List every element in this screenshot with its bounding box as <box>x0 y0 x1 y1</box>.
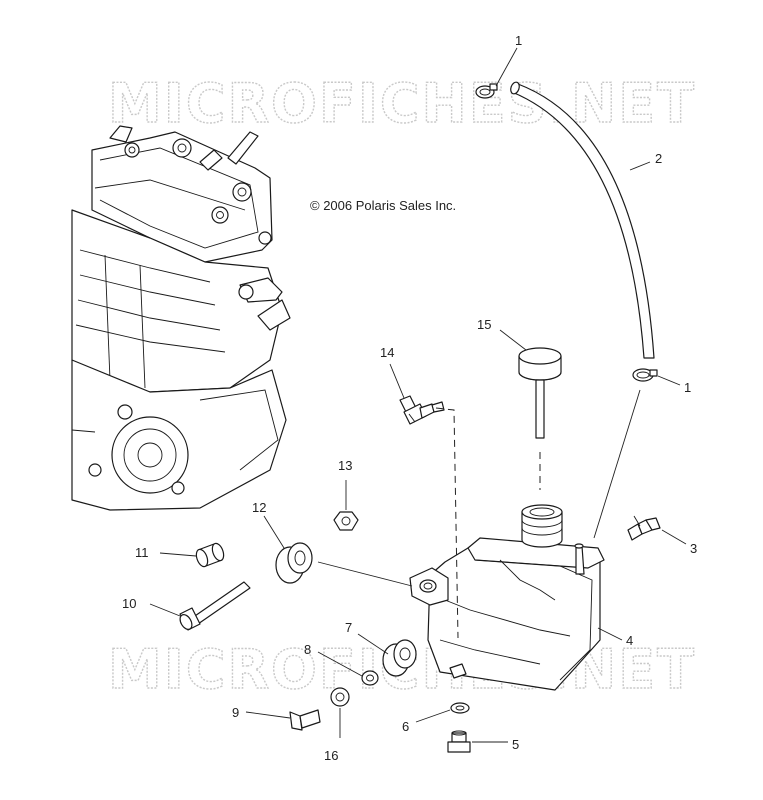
hose-clamp-lower <box>632 368 658 382</box>
callout-1-top: 1 <box>515 33 522 48</box>
callout-15: 15 <box>477 317 491 332</box>
mounting-grommet-lower <box>382 639 417 677</box>
temperature-sensor <box>399 395 445 425</box>
leader-lines <box>149 47 687 743</box>
callout-5: 5 <box>512 737 519 752</box>
rubber-grommet <box>275 542 313 584</box>
spacer-sleeve <box>195 542 225 568</box>
copyright-text: © 2006 Polaris Sales Inc. <box>310 198 456 213</box>
fill-cap-dipstick <box>518 347 562 439</box>
callout-10: 10 <box>122 596 136 611</box>
callout-8: 8 <box>304 642 311 657</box>
callout-9: 9 <box>232 705 239 720</box>
hose-clamp-top <box>475 83 498 99</box>
callout-3: 3 <box>690 541 697 556</box>
callout-11: 11 <box>135 545 149 560</box>
drain-bolt <box>447 730 471 753</box>
flat-washer <box>361 670 379 686</box>
engine-illustration <box>71 125 291 511</box>
callout-1-lower: 1 <box>684 380 691 395</box>
long-bolt <box>179 581 251 631</box>
hex-nut <box>333 511 359 531</box>
callout-13: 13 <box>338 458 352 473</box>
hex-bolt <box>289 709 321 731</box>
callout-7: 7 <box>345 620 352 635</box>
dashed-assembly-line <box>435 407 459 639</box>
callout-2: 2 <box>655 151 662 166</box>
vent-hose <box>510 81 655 359</box>
callout-4: 4 <box>626 633 633 648</box>
drain-washer <box>450 702 470 714</box>
callout-16: 16 <box>324 748 338 763</box>
coolant-reservoir <box>409 504 605 691</box>
callout-6: 6 <box>402 719 409 734</box>
hose-fitting <box>627 515 661 541</box>
washer-16 <box>330 687 350 707</box>
callout-14: 14 <box>380 345 394 360</box>
watermark-top: MICROFICHES.NET <box>108 72 696 135</box>
callout-12: 12 <box>252 500 266 515</box>
